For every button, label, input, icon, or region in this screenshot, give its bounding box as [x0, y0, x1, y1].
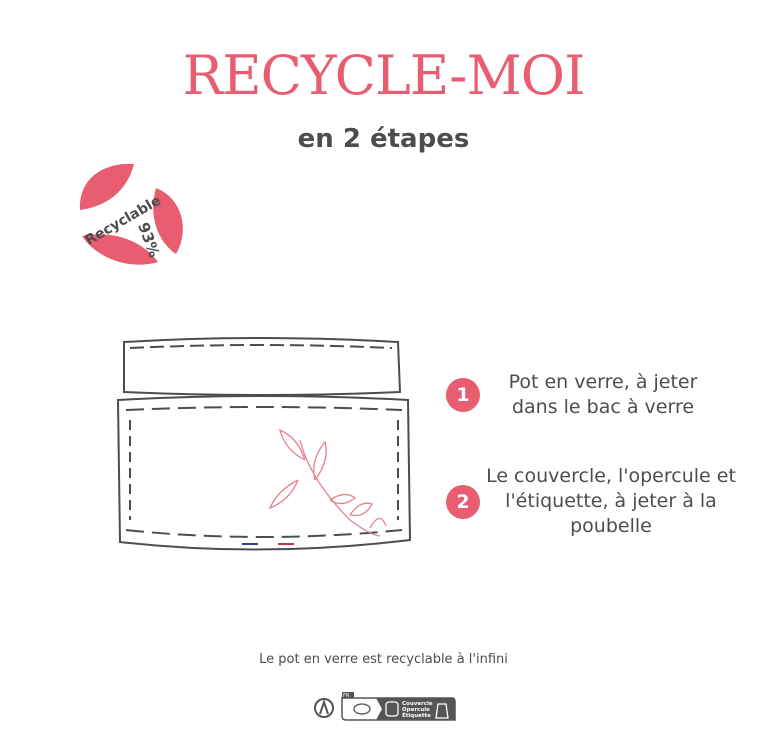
plant-sketch [268, 428, 387, 537]
page-title: RECYCLE-MOI [182, 44, 586, 107]
jar-icon [353, 703, 371, 715]
recyclable-badge: Recyclable 93% [79, 163, 183, 265]
triman-item: Étiquette [402, 711, 431, 719]
page-subtitle: en 2 étapes [297, 124, 470, 154]
triman-item: Couvercle [402, 701, 433, 707]
step-text: Pot en verre, à jeter dans le bac à verr… [508, 371, 698, 418]
step-number: 1 [446, 378, 480, 412]
step-text: Le couvercle, l'opercule et l'étiquette,… [486, 465, 736, 537]
triman-logo: FR Couvercle Opercule Étiquette [314, 692, 456, 721]
triman-item: Opercule [402, 707, 430, 713]
step-2: 2 Le couvercle, l'opercule et l'étiquett… [446, 464, 736, 539]
glass-jar-illustration [116, 337, 412, 551]
country-code: FR [343, 693, 350, 699]
step-number: 2 [446, 484, 480, 519]
footer-note: Le pot en verre est recyclable à l'infin… [259, 652, 508, 667]
step-1: 1 Pot en verre, à jeter dans le bac à ve… [446, 370, 718, 420]
trash-bag-icon [435, 703, 449, 719]
leaf-icon [79, 163, 183, 265]
lid-icon [385, 701, 399, 717]
